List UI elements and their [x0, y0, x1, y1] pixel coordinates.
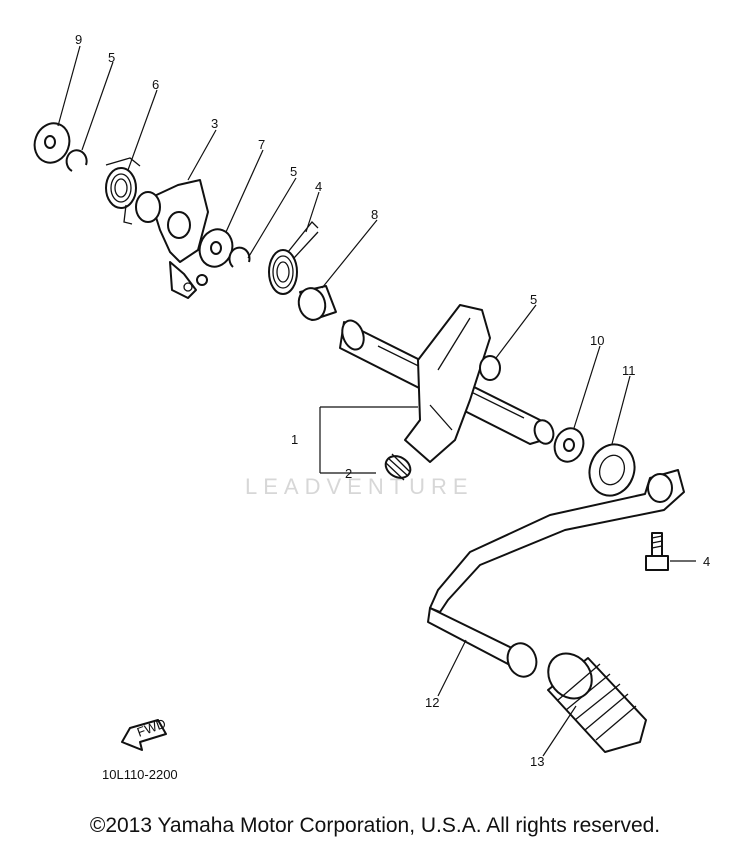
part-spring-6 [105, 157, 141, 225]
callout-11: 11 [622, 363, 636, 378]
callout-numbers: 9 5 6 3 7 5 4 8 5 10 11 1 2 4 12 13 [75, 32, 710, 769]
part-circlip-5b [228, 246, 251, 268]
callout-1: 1 [291, 432, 298, 447]
callout-10: 10 [590, 333, 604, 348]
callout-4b: 4 [703, 554, 710, 569]
callout-8: 8 [371, 207, 378, 222]
callout-5b: 5 [290, 164, 297, 179]
part-washer-10 [553, 427, 585, 463]
callout-12: 12 [425, 695, 439, 710]
diagram-code: 10L110-2200 [102, 767, 178, 782]
part-washer-7 [198, 228, 234, 268]
callout-13: 13 [530, 754, 544, 769]
callout-5c: 5 [530, 292, 537, 307]
part-bolt-4 [645, 532, 669, 571]
part-spring-4 [268, 221, 319, 295]
part-collar-8 [297, 285, 337, 321]
callout-9: 9 [75, 32, 82, 47]
part-spring-2 [384, 453, 412, 481]
callout-6: 6 [152, 77, 159, 92]
callout-2: 2 [345, 466, 352, 481]
watermark-text: LEADVENTURE [245, 474, 474, 499]
part-kick-axle-1 [339, 304, 555, 463]
callout-5a: 5 [108, 50, 115, 65]
callout-7: 7 [258, 137, 265, 152]
part-pedal-rubber-13 [547, 652, 647, 753]
part-seal-11 [588, 443, 636, 497]
forward-arrow-icon: FWD [121, 716, 168, 751]
part-circlip-5a [65, 149, 88, 172]
part-ratchet-3 [135, 179, 209, 299]
callout-3: 3 [211, 116, 218, 131]
leader-lines [57, 45, 696, 757]
callout-4a: 4 [315, 179, 322, 194]
part-washer-9 [33, 122, 71, 164]
part-kick-crank-12 [427, 469, 685, 678]
copyright-notice: ©2013 Yamaha Motor Corporation, U.S.A. A… [89, 814, 661, 837]
